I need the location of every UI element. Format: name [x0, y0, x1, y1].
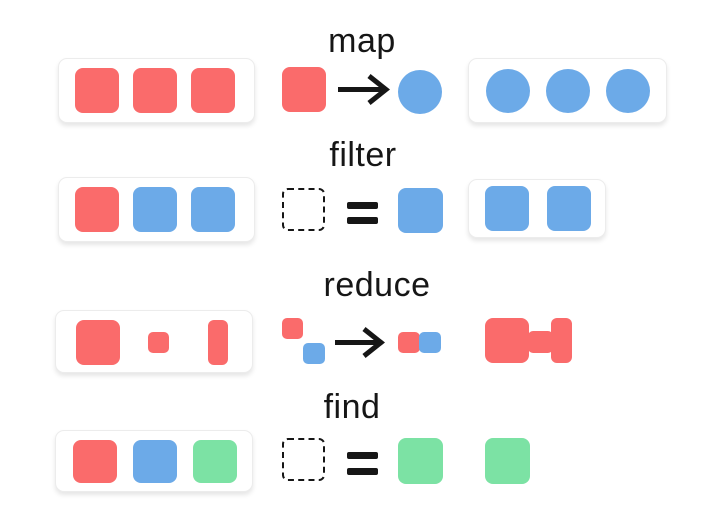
- filter-output-array-box: [468, 179, 606, 238]
- filter-input-array-box: [58, 177, 255, 242]
- red-square-large-icon: [76, 320, 120, 365]
- row-label-find: find: [323, 388, 381, 426]
- reduce-pair-red-icon: [398, 332, 420, 353]
- red-square-icon: [75, 187, 119, 232]
- blue-square-icon: [547, 186, 591, 231]
- equals-icon: [347, 202, 378, 224]
- green-square-icon: [193, 439, 237, 483]
- row-label-filter: filter: [329, 136, 397, 174]
- filter-match-blue-square-icon: [398, 188, 443, 233]
- blue-square-icon: [485, 186, 529, 231]
- red-square-small-icon: [148, 332, 169, 353]
- find-predicate-dashed-square-icon: [282, 438, 325, 481]
- blue-square-icon: [191, 187, 235, 232]
- map-operand-red-square-icon: [282, 67, 326, 112]
- equals-icon: [347, 452, 378, 475]
- red-rect-tall-icon: [208, 320, 228, 365]
- red-square-icon: [73, 439, 117, 483]
- blue-square-icon: [133, 439, 177, 483]
- red-square-icon: [133, 68, 177, 113]
- blue-circle-icon: [606, 68, 650, 113]
- red-square-icon: [75, 68, 119, 113]
- find-result-green-square-icon: [485, 438, 530, 484]
- filter-predicate-dashed-square-icon: [282, 188, 325, 231]
- map-output-array-box: [468, 58, 667, 123]
- find-match-green-square-icon: [398, 438, 443, 484]
- blue-square-icon: [133, 187, 177, 232]
- red-square-icon: [191, 68, 235, 113]
- reduce-operand-red-icon: [282, 318, 303, 339]
- map-input-array-box: [58, 58, 255, 123]
- reduce-input-array-box: [55, 310, 253, 373]
- blue-circle-icon: [486, 68, 530, 113]
- right-arrow-icon: [335, 327, 385, 358]
- reduce-merged-shape-icon: [485, 318, 573, 363]
- reduce-operand-blue-icon: [303, 343, 325, 364]
- row-label-reduce: reduce: [323, 266, 431, 304]
- map-result-blue-circle-icon: [398, 70, 442, 114]
- find-input-array-box: [55, 430, 253, 492]
- right-arrow-icon: [338, 74, 390, 105]
- blue-circle-icon: [546, 68, 590, 113]
- row-label-map: map: [328, 22, 396, 60]
- reduce-pair-blue-icon: [419, 332, 441, 353]
